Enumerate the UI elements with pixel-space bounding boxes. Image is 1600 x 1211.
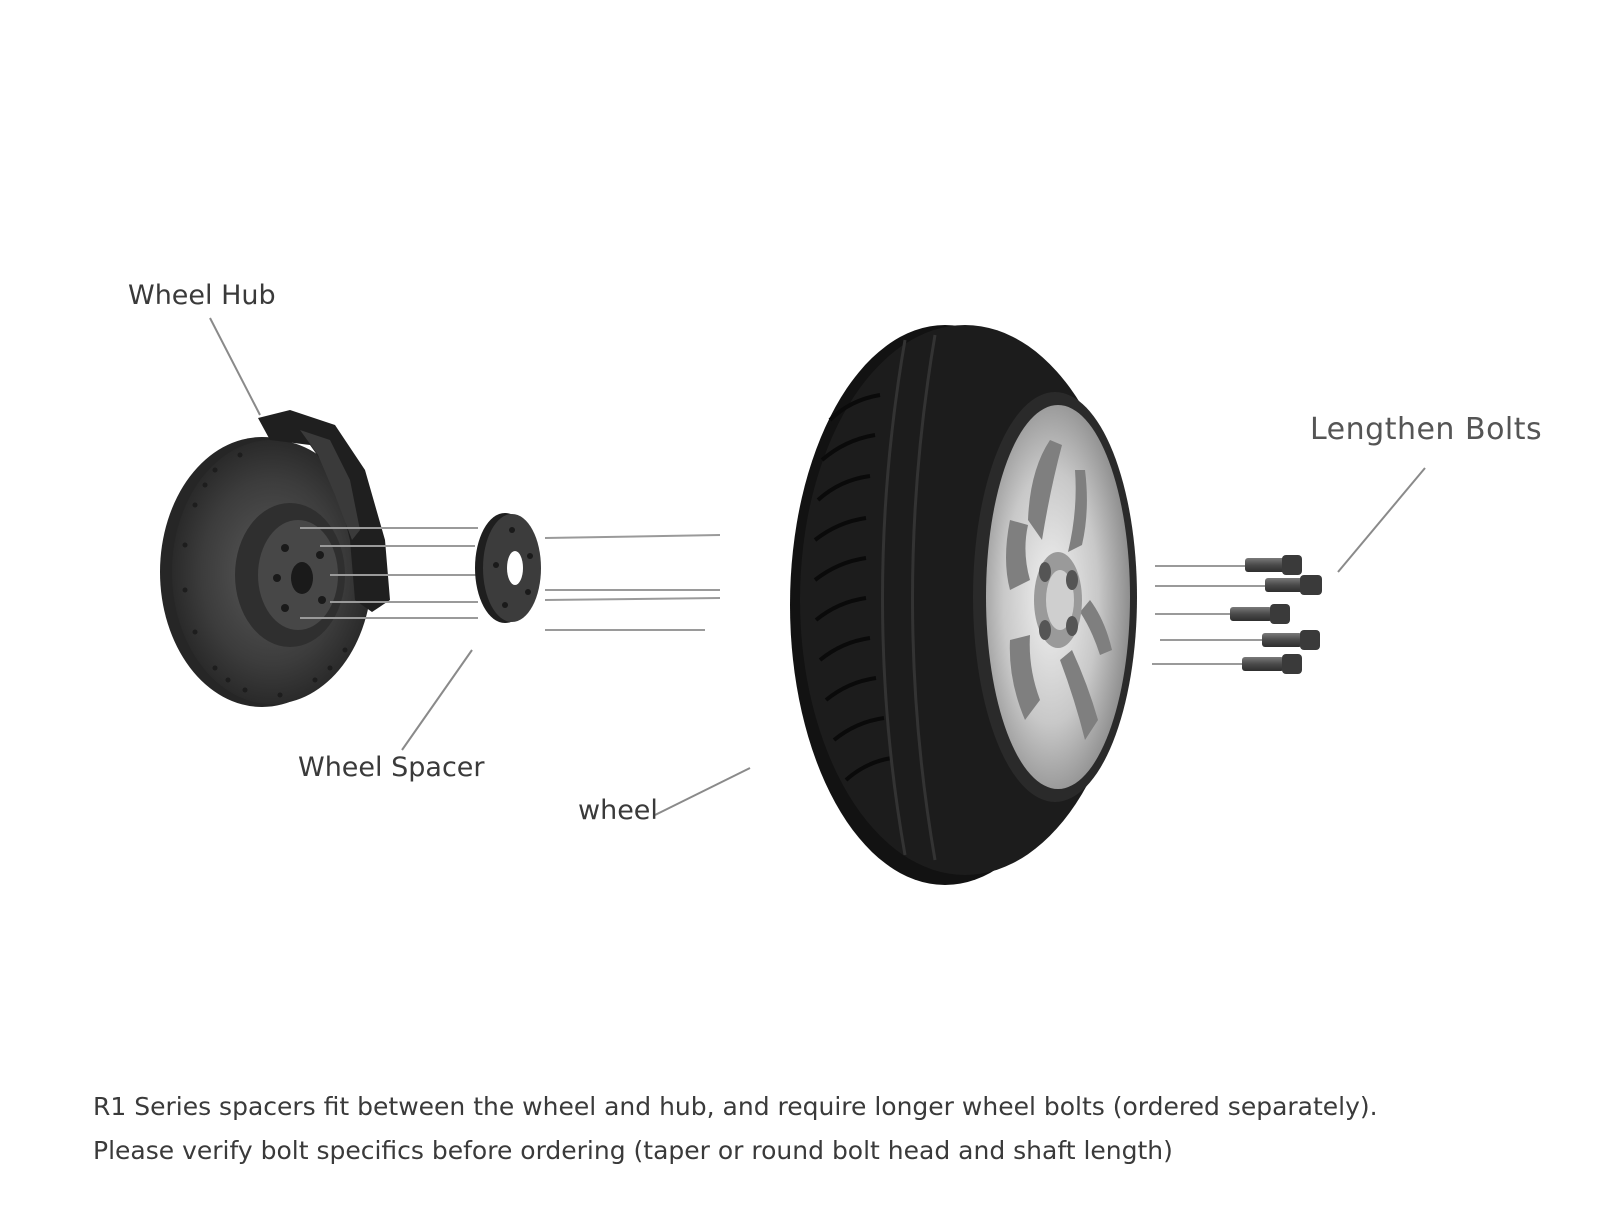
lengthen-bolts bbox=[1230, 555, 1322, 674]
bolt bbox=[1242, 654, 1302, 674]
bolt bbox=[1230, 604, 1290, 624]
caption-line-1: R1 Series spacers fit between the wheel … bbox=[93, 1092, 1378, 1121]
spacer-guide-lines bbox=[544, 534, 721, 631]
rim-spokes bbox=[1006, 440, 1112, 740]
bolt bbox=[1245, 555, 1302, 575]
tire-grooves bbox=[881, 334, 937, 861]
leader-lengthen-bolts bbox=[1337, 467, 1426, 573]
caption-line-2: Please verify bolt specifics before orde… bbox=[93, 1136, 1173, 1165]
label-wheel-hub: Wheel Hub bbox=[128, 280, 276, 311]
brake-caliper bbox=[258, 410, 390, 612]
tire-and-wheel bbox=[790, 325, 1137, 885]
bolt bbox=[1262, 630, 1320, 650]
tire-tread-pattern bbox=[813, 393, 893, 782]
hub-guide-lines bbox=[300, 527, 478, 619]
leader-lines bbox=[209, 317, 1426, 816]
bolt bbox=[1265, 575, 1322, 595]
leader-wheel-hub bbox=[209, 317, 261, 416]
bolt-guide-lines bbox=[1152, 565, 1265, 665]
label-wheel: wheel bbox=[578, 795, 658, 826]
wheel-spacer-ring bbox=[475, 513, 541, 623]
wheel-hub-disc bbox=[160, 437, 372, 707]
leader-wheel bbox=[654, 767, 751, 816]
leader-wheel-spacer bbox=[401, 649, 473, 751]
caption: R1 Series spacers fit between the wheel … bbox=[93, 1085, 1378, 1173]
disc-drill-holes bbox=[182, 452, 348, 698]
label-lengthen-bolts: Lengthen Bolts bbox=[1310, 412, 1543, 447]
label-wheel-spacer: Wheel Spacer bbox=[298, 752, 485, 783]
